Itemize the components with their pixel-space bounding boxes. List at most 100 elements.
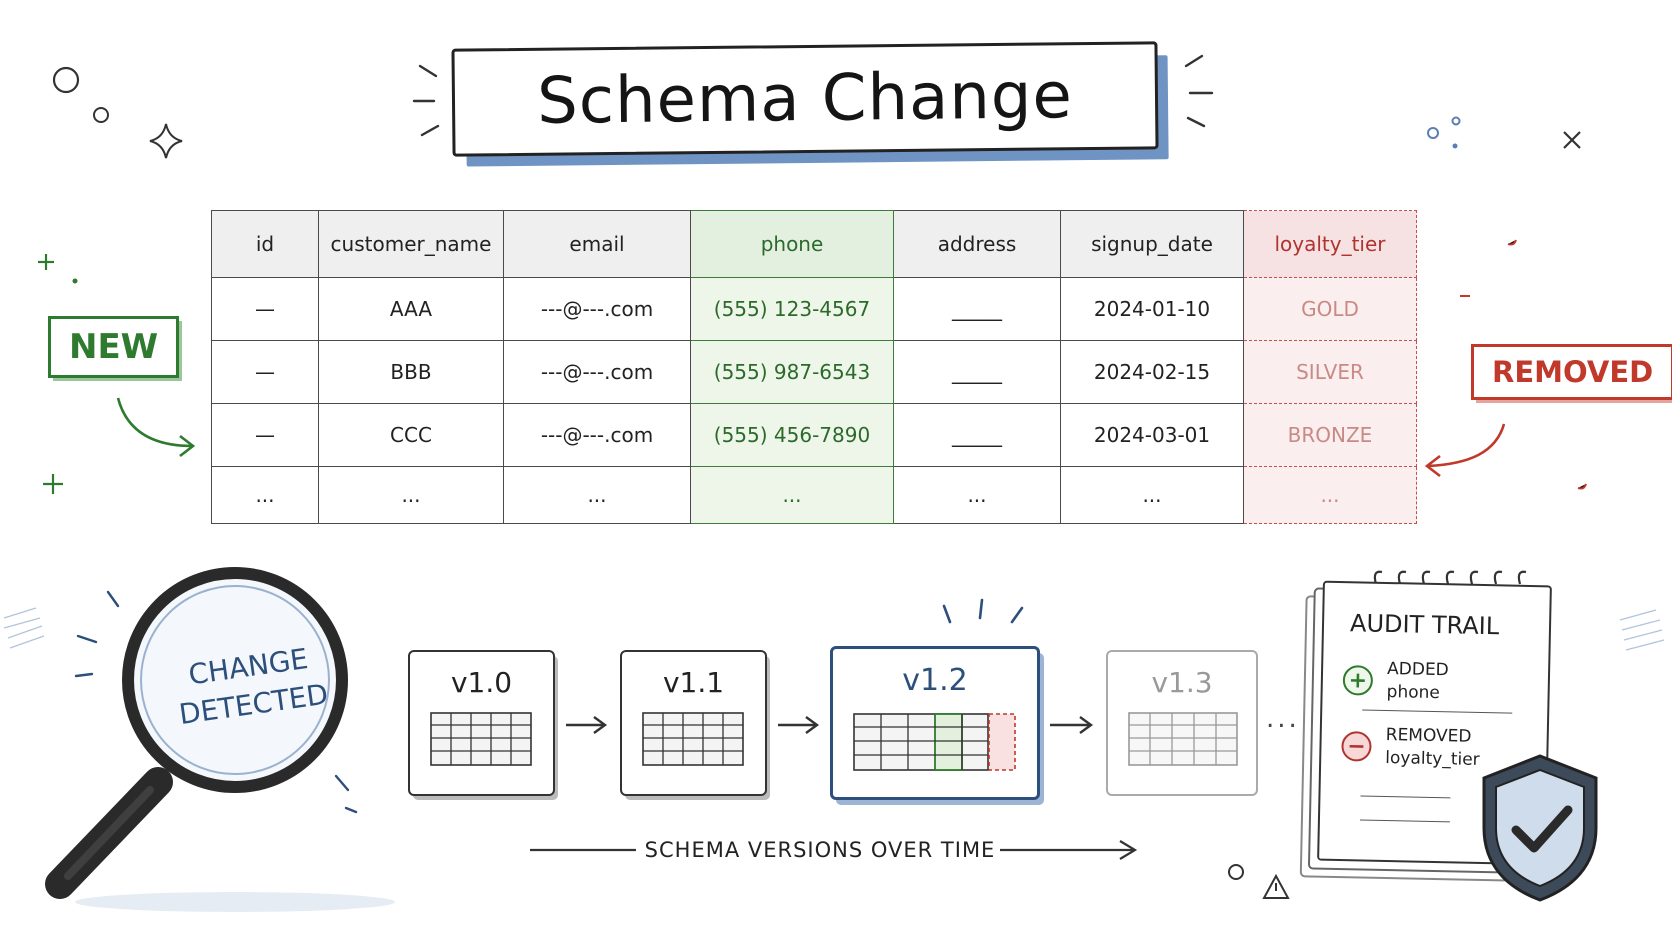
table-cell: 2024-03-01: [1060, 403, 1244, 467]
version-card-v1-3: v1.3: [1106, 650, 1258, 796]
timeline-arrow-head: [1119, 840, 1138, 860]
table-cell: AAA: [318, 277, 504, 341]
removed-arrow-head: [1424, 454, 1441, 478]
version-card-v1-0: v1.0: [408, 650, 555, 796]
table-cell: 2024-02-15: [1060, 340, 1244, 404]
circle-doodle: [1228, 864, 1244, 880]
table-cell: ...: [318, 466, 504, 524]
audit-added-column: phone: [1386, 681, 1441, 704]
table-cell: (555) 987-6543: [690, 340, 894, 404]
column-header-phone: phone: [690, 210, 894, 278]
table-cell: _____: [893, 403, 1061, 467]
audit-removed-action: REMOVED: [1385, 724, 1472, 747]
divider: [1360, 795, 1451, 799]
audit-removed-column: loyalty_tier: [1385, 747, 1480, 770]
hatch-doodle: [3, 607, 1665, 651]
column-header-loyalty-tier: loyalty_tier: [1243, 210, 1417, 278]
version-label: v1.3: [1151, 666, 1213, 699]
version-label: v1.2: [902, 663, 968, 698]
table-row: .....................: [211, 466, 1417, 524]
table-cell: _____: [893, 340, 1061, 404]
shield-check-icon: [1482, 754, 1598, 902]
table-cell: ...: [503, 466, 691, 524]
removed-tag: REMOVED: [1471, 344, 1672, 400]
table-cell: ...: [1243, 466, 1417, 524]
page-title: Schema Change: [536, 59, 1074, 139]
table-cell: ...: [690, 466, 894, 524]
plus-doodle: [43, 474, 63, 494]
version-arrow: [1050, 716, 1094, 734]
audit-added-action: ADDED: [1386, 658, 1449, 681]
circle-doodle: [93, 107, 109, 123]
table-cell: ---@---.com: [503, 277, 691, 341]
minus-circle-icon: −: [1341, 731, 1372, 762]
table-cell: GOLD: [1243, 277, 1417, 341]
title-banner: Schema Change: [451, 41, 1159, 157]
circle-doodle: [52, 66, 80, 94]
version-label: v1.0: [450, 666, 513, 699]
dot-doodle: [1452, 143, 1458, 149]
table-cell: 2024-01-10: [1060, 277, 1244, 341]
plus-doodle: [38, 254, 54, 270]
new-arrow: [116, 397, 193, 448]
column-header-email: email: [503, 210, 691, 278]
x-doodle: [1563, 131, 1581, 149]
table-cell: —: [211, 403, 319, 467]
removed-arrow: [1427, 423, 1506, 468]
table-row: —BBB---@---.com(555) 987-6543_____2024-0…: [211, 340, 1417, 404]
version-card-v1-1: v1.1: [620, 650, 767, 796]
table-body: —AAA---@---.com(555) 123-4567_____2024-0…: [211, 277, 1417, 524]
divider: [1362, 709, 1513, 714]
column-header-address: address: [893, 210, 1061, 278]
table-cell: (555) 456-7890: [690, 403, 894, 467]
table-cell: —: [211, 340, 319, 404]
table-cell: —: [211, 277, 319, 341]
column-header-id: id: [211, 210, 319, 278]
table-cell: ---@---.com: [503, 403, 691, 467]
new-arrow-head: [179, 434, 196, 458]
table-row: —CCC---@---.com(555) 456-7890_____2024-0…: [211, 403, 1417, 467]
v12-burst: [942, 598, 1024, 624]
version-arrow: [566, 716, 608, 734]
magnifier-icon: [45, 567, 348, 899]
plus-circle-icon: +: [1342, 665, 1374, 696]
audit-title: AUDIT TRAIL: [1349, 609, 1500, 641]
circle-doodle: [1451, 116, 1461, 126]
red-marks: [1460, 239, 1587, 490]
table-cell: BBB: [318, 340, 504, 404]
divider: [1359, 819, 1450, 823]
warning-icon: [1262, 873, 1290, 899]
magnifier-burst: [74, 590, 358, 814]
sparkle-doodle: [149, 123, 183, 159]
column-header-signup-date: signup_date: [1060, 210, 1244, 278]
table-cell: ...: [211, 466, 319, 524]
table-cell: ...: [893, 466, 1061, 524]
table-icon: [1128, 712, 1238, 766]
table-icon: [430, 712, 532, 766]
table-cell: SILVER: [1243, 340, 1417, 404]
audit-entry-removed: − REMOVED loyalty_tier: [1341, 723, 1480, 772]
table-cell: BRONZE: [1243, 403, 1417, 467]
new-tag: NEW: [48, 316, 180, 378]
circle-doodle: [1427, 127, 1439, 139]
table-icon: [642, 712, 744, 766]
audit-entry-added: + ADDED phone: [1342, 657, 1449, 705]
title-burst-left: [412, 64, 440, 137]
table-cell: ...: [1060, 466, 1244, 524]
timeline-label: SCHEMA VERSIONS OVER TIME: [644, 838, 996, 862]
table-cell: _____: [893, 277, 1061, 341]
table-icon: [853, 713, 1016, 771]
column-header-customer-name: customer_name: [318, 210, 504, 278]
version-arrow: [778, 716, 820, 734]
table-cell: CCC: [318, 403, 504, 467]
table-cell: (555) 123-4567: [690, 277, 894, 341]
version-label: v1.1: [662, 666, 725, 699]
more-versions-ellipsis: ...: [1266, 704, 1300, 734]
version-card-v1-2: v1.2: [830, 646, 1040, 800]
title-burst-right: [1184, 54, 1214, 128]
table-row: —AAA---@---.com(555) 123-4567_____2024-0…: [211, 277, 1417, 341]
table-cell: ---@---.com: [503, 340, 691, 404]
